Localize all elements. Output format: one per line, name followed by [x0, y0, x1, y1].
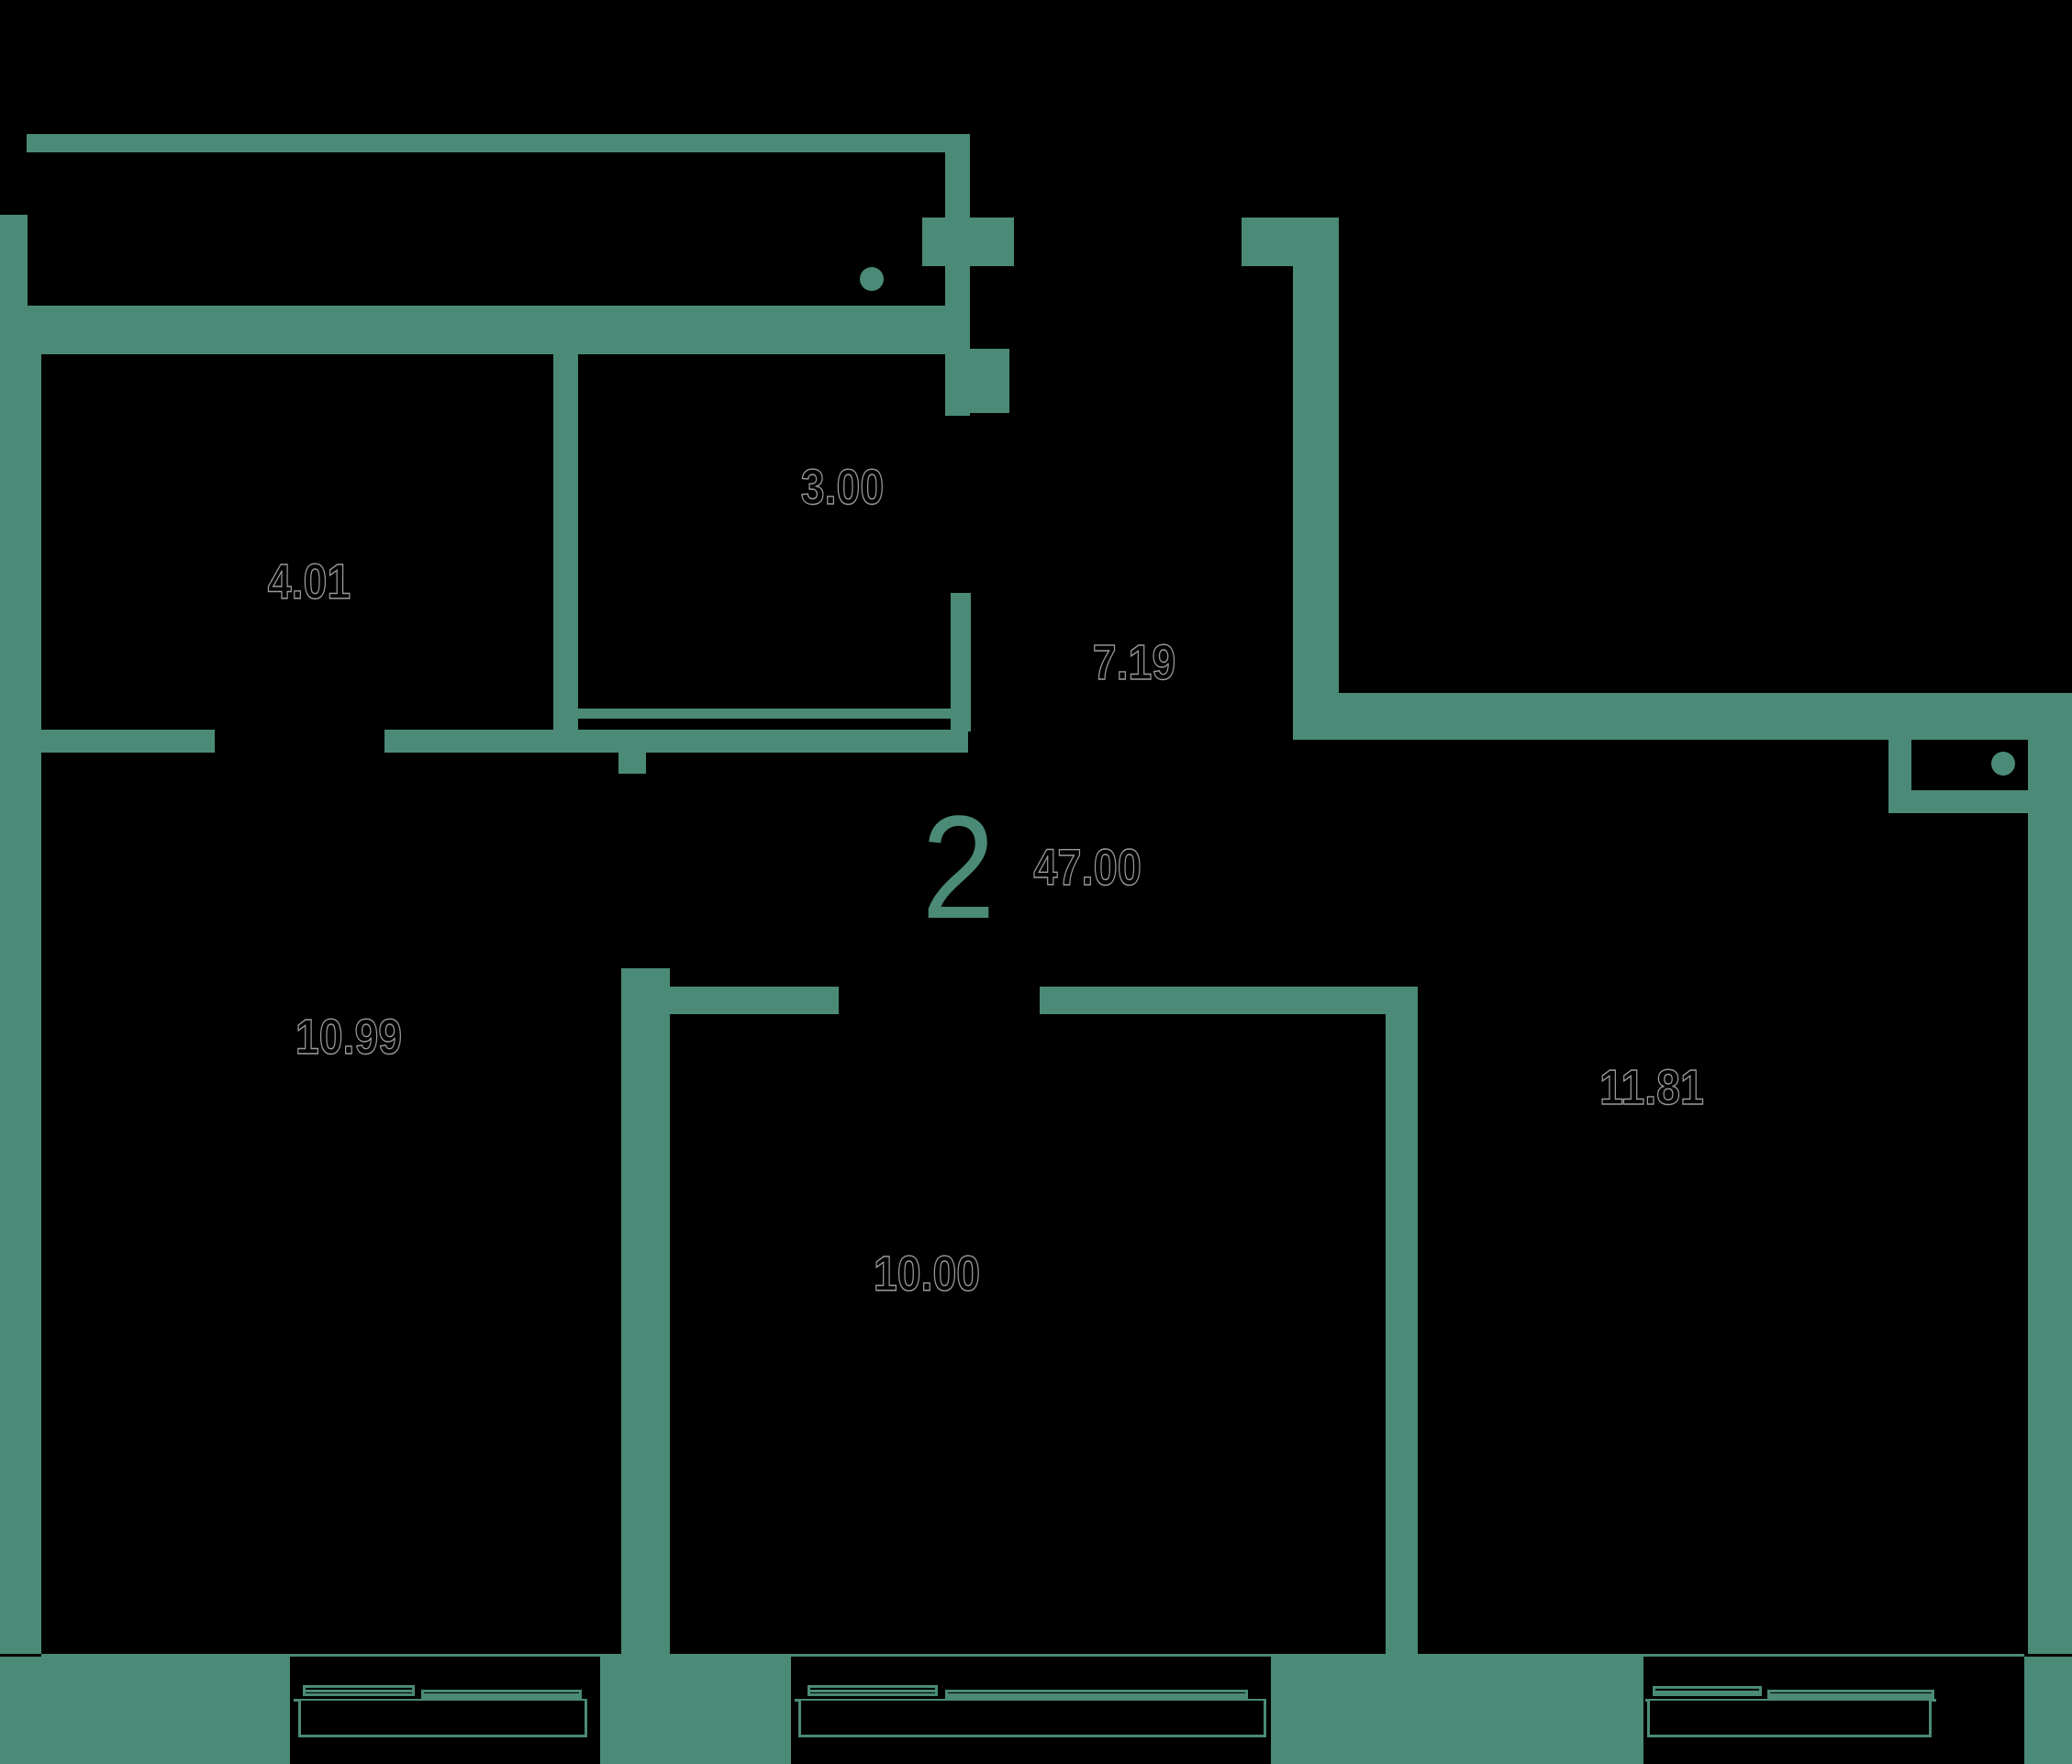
room-area-label: 10.00: [873, 1245, 981, 1301]
bottom-pier-3: [1271, 1657, 1643, 1764]
room-3-00-bottom-line: [571, 709, 951, 719]
window-room-10-00-sash-left: [808, 1685, 938, 1696]
room-area-label: 10.99: [295, 1009, 403, 1065]
divider-stub: [618, 753, 646, 774]
room-area-label: 7.19: [1092, 634, 1176, 690]
bottom-pier-2: [600, 1657, 791, 1764]
window-room-10-00-recess: [798, 1701, 1266, 1737]
window-room-10-99-recess: [298, 1701, 587, 1737]
bottom-band-line: [41, 1654, 2024, 1657]
window-room-10-99-sill: [294, 1699, 587, 1702]
entrance-niche-bottom: [1911, 790, 2028, 813]
right-exterior-wall: [2028, 740, 2072, 1654]
bottom-pier-1: [0, 1657, 290, 1764]
hall-right-wall: [1293, 266, 1339, 740]
apartment-summary: 2 47.00: [918, 794, 1152, 941]
corridor-top-wall-right: [384, 730, 968, 753]
hall-left-wall-block: [945, 349, 1009, 413]
bottom-pier-4: [2024, 1657, 2072, 1764]
window-room-10-99-sash-left: [303, 1685, 415, 1696]
room-11-81-top-wall: [1293, 693, 2072, 740]
balcony-top-wall: [27, 134, 963, 152]
balcony-door-dot: [860, 267, 884, 291]
entrance-niche-left: [1888, 740, 1911, 813]
divider-4-01-3-00: [553, 354, 578, 731]
hall-top-stub-right: [1242, 218, 1339, 266]
total-area: 47.00: [1033, 838, 1142, 896]
window-room-11-81-recess: [1647, 1701, 1932, 1737]
room-3-00-right-wall: [951, 593, 971, 731]
balcony-bottom-wall: [27, 306, 970, 354]
room-count: 2: [921, 785, 996, 949]
window-room-10-00-sill: [795, 1699, 1266, 1702]
left-exterior-wall: [0, 306, 41, 1654]
window-room-11-81-sash-right: [1767, 1690, 1934, 1699]
room-area-label: 4.01: [267, 553, 351, 609]
window-room-10-00-sash-right: [945, 1690, 1248, 1699]
entrance-niche-dot: [1991, 752, 2015, 776]
room-area-label: 11.81: [1599, 1059, 1705, 1115]
room-area-label: 3.00: [800, 459, 885, 515]
corridor-bottom-wall-left: [646, 987, 839, 1014]
window-room-10-99-sash-right: [421, 1690, 582, 1699]
window-room-11-81-sash-left: [1653, 1686, 1762, 1696]
corridor-bottom-wall-right: [1040, 987, 1391, 1014]
divider-10-99-10-00: [621, 968, 670, 1654]
corridor-top-wall-left: [41, 730, 215, 753]
divider-10-00-11-81: [1386, 987, 1418, 1654]
hall-top-stub-left: [922, 218, 1014, 266]
window-room-11-81-sill: [1645, 1699, 1936, 1702]
